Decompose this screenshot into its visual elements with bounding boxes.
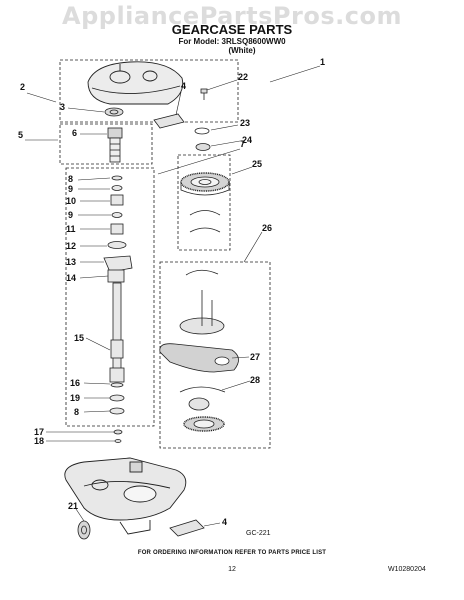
washer-17 [113,429,123,435]
callout-15: 15 [74,333,85,343]
group-box-25 [177,154,231,251]
cam-assembly-26 [179,269,225,335]
callout-27: 27 [250,352,261,362]
callout-16: 16 [70,378,81,388]
group-box-26 [159,261,271,449]
diagram-code: GC-221 [246,530,271,537]
callout-14: 14 [66,273,77,283]
group-box-7 [65,167,155,427]
seal-3 [104,107,124,117]
callout-4-top: 4 [181,81,187,91]
callout-19: 19 [70,393,81,403]
clip-4-bottom [169,519,205,537]
callout-1: 1 [320,57,326,67]
cover-bolt-22 [200,88,208,100]
callout-10: 10 [66,196,77,206]
footer-note: FOR ORDERING INFORMATION REFER TO PARTS … [137,550,327,556]
shaft-stack [103,175,133,415]
callout-11: 11 [66,224,76,234]
pinion-6 [107,127,123,163]
page-title: GEARCASE PARTS [171,22,293,37]
color-line: (White) [228,46,256,55]
link-27 [159,343,239,373]
callout-26: 26 [262,223,273,233]
callout-18: 18 [34,436,45,446]
group-box-5 [59,123,153,165]
callout-8-top: 8 [68,174,74,184]
callout-17: 17 [34,427,45,437]
callout-21: 21 [68,501,79,511]
callout-9-bottom: 9 [68,210,74,220]
gearcase-housing [64,457,187,535]
gear-25 [180,172,230,196]
callout-6: 6 [72,128,78,138]
callout-2: 2 [20,82,26,92]
callout-22: 22 [238,72,249,82]
spring-28 [179,386,226,411]
callout-23: 23 [240,118,251,128]
callout-3: 3 [60,102,66,112]
callout-4-bottom: 4 [222,517,228,527]
callout-5: 5 [18,130,24,140]
gearcase-cover [87,61,184,105]
callout-8-bottom: 8 [74,407,80,417]
callout-13: 13 [66,257,77,267]
clip-rings-25 [189,210,221,233]
washer-18 [114,439,122,443]
watermark: AppliancePartsPros.com [62,2,402,30]
callout-25: 25 [252,159,263,169]
callout-12: 12 [66,241,77,251]
page-number: 12 [228,566,236,573]
ring-24 [195,143,211,151]
callout-9-top: 9 [68,184,74,194]
model-line: For Model: 3RLSQ8600WW0 [178,37,286,46]
gear-lower [183,416,225,432]
callout-24: 24 [242,135,253,145]
clip-4-top [153,113,185,129]
callout-7: 7 [240,139,246,149]
callout-28: 28 [250,375,261,385]
document-number: W10280204 [388,566,426,573]
seal-21 [77,520,91,540]
ring-23 [194,127,210,135]
